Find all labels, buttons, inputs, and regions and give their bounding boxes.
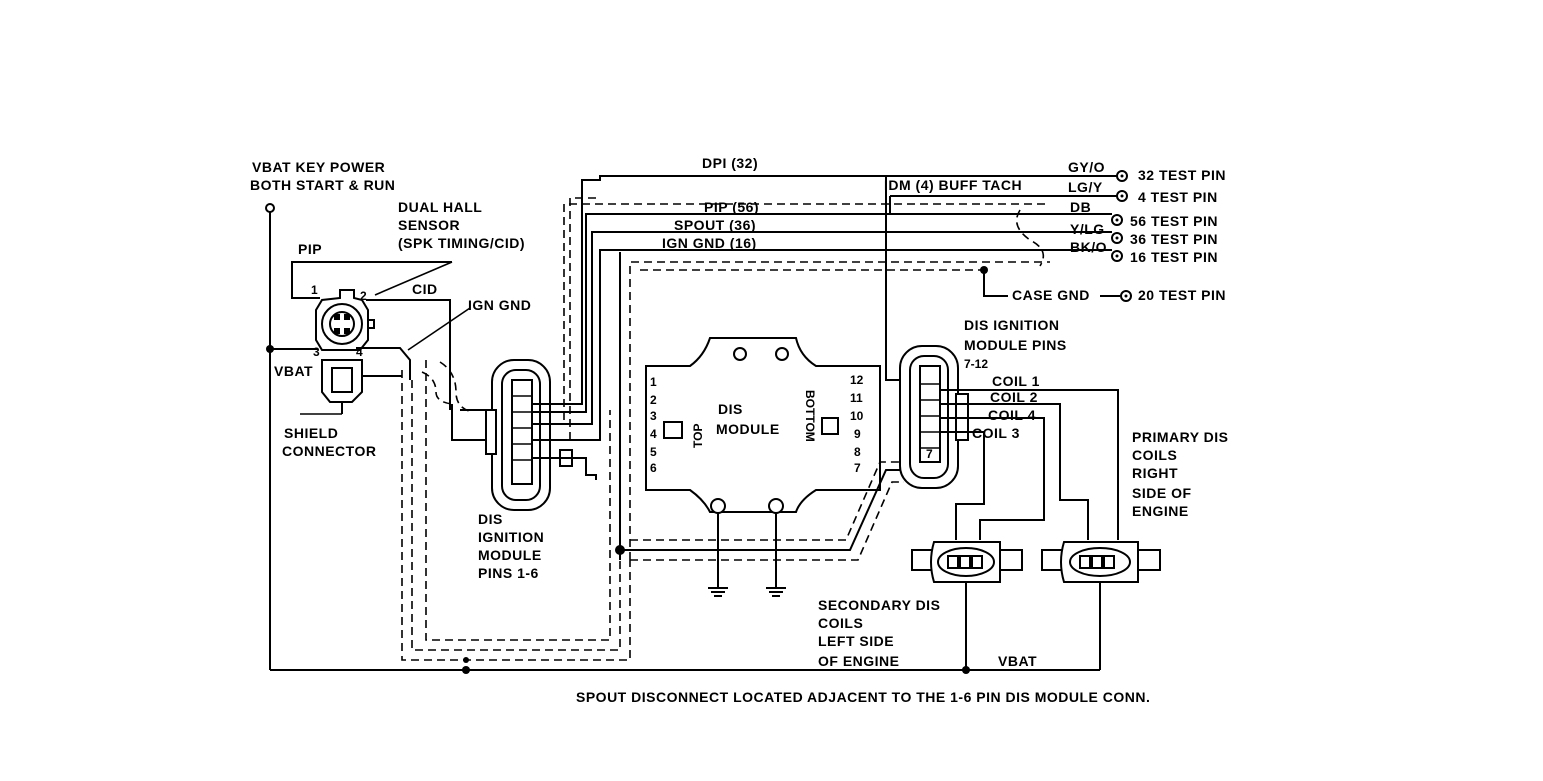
test-pin-20-label: 20 TEST PIN bbox=[1138, 287, 1226, 303]
ign-gnd-pointer bbox=[407, 307, 471, 351]
pip-label: PIP bbox=[298, 241, 322, 257]
dis-left-label-3: MODULE bbox=[478, 547, 542, 563]
dis-module-top-label: TOP bbox=[691, 424, 705, 448]
footer-note: SPOUT DISCONNECT LOCATED ADJACENT TO THE… bbox=[576, 689, 1150, 705]
case-ground-wire bbox=[640, 266, 1120, 297]
module-pin-8: 8 bbox=[854, 445, 861, 459]
module-pin-9: 9 bbox=[854, 427, 861, 441]
coil-4-label: COIL 4 bbox=[988, 407, 1036, 423]
test-pin-56-label: 56 TEST PIN bbox=[1130, 213, 1218, 229]
module-pin-7: 7 bbox=[854, 461, 861, 475]
pip-wire bbox=[291, 261, 453, 299]
vbat-key-power-feed bbox=[265, 203, 1100, 671]
dpi-label: DPI (32) bbox=[702, 155, 758, 171]
spout36-label: SPOUT (36) bbox=[674, 217, 756, 233]
dis-connector-pins-7-12: 7 bbox=[899, 345, 969, 489]
secondary-label-4: OF ENGINE bbox=[818, 653, 900, 669]
module-pin-10: 10 bbox=[850, 409, 864, 423]
pip56-label: PIP (56) bbox=[704, 199, 759, 215]
module-pin-6: 6 bbox=[650, 461, 657, 475]
test-pin-32-label: 32 TEST PIN bbox=[1138, 167, 1226, 183]
dis-right-label-3: 7-12 bbox=[964, 357, 988, 371]
dis-connector-pins-1-6 bbox=[451, 359, 573, 511]
trunk-shield bbox=[563, 197, 1050, 560]
sensor-pin4-wire bbox=[356, 347, 411, 380]
sensor-pin-2: 2 bbox=[360, 289, 367, 303]
dis-left-label-2: IGNITION bbox=[478, 529, 544, 545]
coil-1-label: COIL 1 bbox=[992, 373, 1040, 389]
module-pin-1: 1 bbox=[650, 375, 657, 389]
dis-module-label-2: MODULE bbox=[716, 421, 780, 437]
connector-label: CONNECTOR bbox=[282, 443, 376, 459]
coil-2-label: COIL 2 bbox=[990, 389, 1038, 405]
module-pin-3: 3 bbox=[650, 409, 657, 423]
vbat-bottom-label: VBAT bbox=[998, 653, 1037, 669]
case-gnd-label: CASE GND bbox=[1012, 287, 1090, 303]
shield-label: SHIELD bbox=[284, 425, 338, 441]
module-pin-2: 2 bbox=[650, 393, 657, 407]
igngnd16-label: IGN GND (16) bbox=[662, 235, 757, 251]
primary-label-2: COILS bbox=[1132, 447, 1177, 463]
test-pin-36-label: 36 TEST PIN bbox=[1130, 231, 1218, 247]
dis-module-bottom-label: BOTTOM bbox=[803, 390, 817, 442]
secondary-label-3: LEFT SIDE bbox=[818, 633, 894, 649]
dis-right-label-2: MODULE PINS bbox=[964, 337, 1067, 353]
ign-gnd-label: IGN GND bbox=[468, 297, 531, 313]
trunk-wires bbox=[532, 175, 1118, 560]
dual-hall-label-3: (SPK TIMING/CID) bbox=[398, 235, 525, 251]
test-pin-4-label: 4 TEST PIN bbox=[1138, 189, 1218, 205]
idm-label: IDM (4) BUFF TACH bbox=[884, 177, 1022, 193]
dual-hall-label-2: SENSOR bbox=[398, 217, 460, 233]
bko-label: BK/O bbox=[1070, 239, 1107, 255]
module-pin-11: 11 bbox=[850, 391, 863, 405]
secondary-label-1: SECONDARY DIS bbox=[818, 597, 940, 613]
test-pins bbox=[1111, 170, 1132, 302]
secondary-coil-pack bbox=[911, 541, 1023, 674]
coil-wires bbox=[940, 389, 1119, 540]
shield-connector bbox=[300, 359, 402, 415]
module-pin-5: 5 bbox=[650, 445, 657, 459]
dual-hall-sensor: 1 2 3 4 bbox=[311, 283, 375, 359]
secondary-label-2: COILS bbox=[818, 615, 863, 631]
sensor-pin-1: 1 bbox=[311, 283, 318, 297]
connector-pin-7: 7 bbox=[926, 447, 933, 461]
primary-label-5: ENGINE bbox=[1132, 503, 1189, 519]
right-harness-leads bbox=[885, 176, 1118, 381]
cid-label: CID bbox=[412, 281, 438, 297]
primary-label-1: PRIMARY DIS bbox=[1132, 429, 1229, 445]
dis-left-label-1: DIS bbox=[478, 511, 503, 527]
module-pin-12: 12 bbox=[850, 373, 864, 387]
bottom-junction-dot bbox=[462, 666, 470, 674]
ylg-label: Y/LG bbox=[1070, 221, 1105, 237]
dis-right-label-1: DIS IGNITION bbox=[964, 317, 1059, 333]
sensor-pin-3: 3 bbox=[313, 345, 320, 359]
module-pin-4: 4 bbox=[650, 427, 657, 441]
both-start-run-label: BOTH START & RUN bbox=[250, 177, 395, 193]
labels: VBAT KEY POWER BOTH START & RUN DUAL HAL… bbox=[250, 155, 1229, 705]
cid-wire bbox=[366, 299, 451, 410]
dis-module-label-1: DIS bbox=[718, 401, 743, 417]
coil-3-label: COIL 3 bbox=[972, 425, 1020, 441]
sensor-pin-4: 4 bbox=[356, 345, 363, 359]
primary-label-3: RIGHT bbox=[1132, 465, 1178, 481]
dis-module: DIS MODULE TOP BOTTOM 1 2 3 4 5 6 12 11 … bbox=[645, 337, 881, 597]
vbat-key-power-label: VBAT KEY POWER bbox=[252, 159, 385, 175]
dual-hall-label-1: DUAL HALL bbox=[398, 199, 482, 215]
shield-junction-dot bbox=[463, 657, 469, 663]
gyo-label: GY/O bbox=[1068, 159, 1105, 175]
primary-label-4: SIDE OF bbox=[1132, 485, 1192, 501]
primary-coil-pack bbox=[1041, 541, 1161, 670]
module-ground-junction bbox=[615, 461, 904, 561]
test-pin-16-label: 16 TEST PIN bbox=[1130, 249, 1218, 265]
vbat-left-label: VBAT bbox=[274, 363, 313, 379]
shield-dashed-loop bbox=[401, 360, 631, 661]
db-label: DB bbox=[1070, 199, 1091, 215]
dis-left-label-4: PINS 1-6 bbox=[478, 565, 539, 581]
lgy-label: LG/Y bbox=[1068, 179, 1103, 195]
